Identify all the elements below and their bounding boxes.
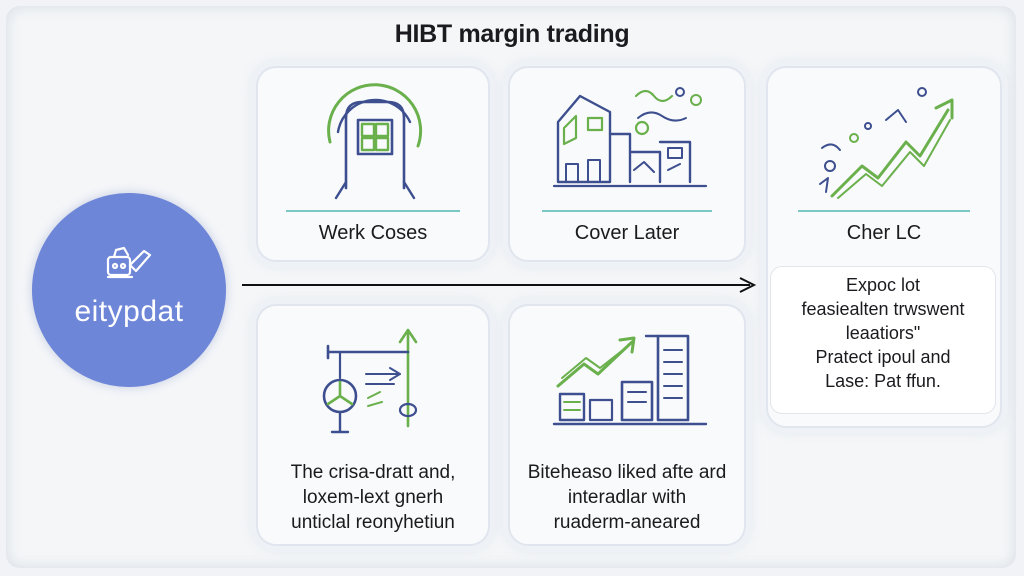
card-text-line: Biteheaso liked afte ard [527, 462, 727, 483]
diagram-title: HIBT margin trading [394, 20, 630, 48]
detail-line: leaatiors" [845, 323, 921, 343]
card-label: Werk Coses [318, 222, 428, 244]
detail-line: Lase: Pat ffun. [825, 371, 941, 391]
card-cover-later[interactable]: Cover Later [508, 66, 746, 262]
robot-hand-icon [106, 246, 152, 279]
card-text-line: The crisa-dratt and, [290, 462, 456, 483]
card-label: Cover Later [574, 222, 680, 244]
card-text-line: ruaderm-aneared [553, 512, 701, 533]
buildings-sketch-icon [552, 87, 708, 188]
hub-label: eitypdat [74, 295, 184, 328]
card-label: Cher LC [846, 222, 922, 244]
detail-line: feasiealten trwswent [801, 299, 965, 319]
card-text-line: loxem-lext gnerh [302, 487, 444, 508]
card-divider [286, 210, 460, 212]
house-window-icon [327, 83, 423, 200]
card-divider [542, 210, 712, 212]
growth-bars-icon [552, 334, 708, 426]
card-text-line: unticlal reonyhetiun [291, 512, 455, 533]
card-bottom-left[interactable]: The crisa-dratt and, loxem-lext gnerh un… [256, 304, 490, 546]
flow-arrow [242, 277, 757, 293]
card-text-line: interadlar with [567, 487, 687, 508]
card-work-cases[interactable]: Werk Coses [256, 66, 490, 262]
detail-line: Pratect ipoul and [815, 347, 951, 367]
detail-panel: Expoc lot feasiealten trwswent leaatiors… [770, 266, 996, 414]
hub-circle[interactable]: eitypdat [32, 193, 226, 387]
card-divider [798, 210, 970, 212]
wind-turbine-icon [322, 328, 418, 434]
detail-line: Expoc lot [845, 275, 921, 295]
card-bottom-middle[interactable]: Biteheaso liked afte ard interadlar with… [508, 304, 746, 546]
rising-chart-icon [819, 87, 954, 199]
